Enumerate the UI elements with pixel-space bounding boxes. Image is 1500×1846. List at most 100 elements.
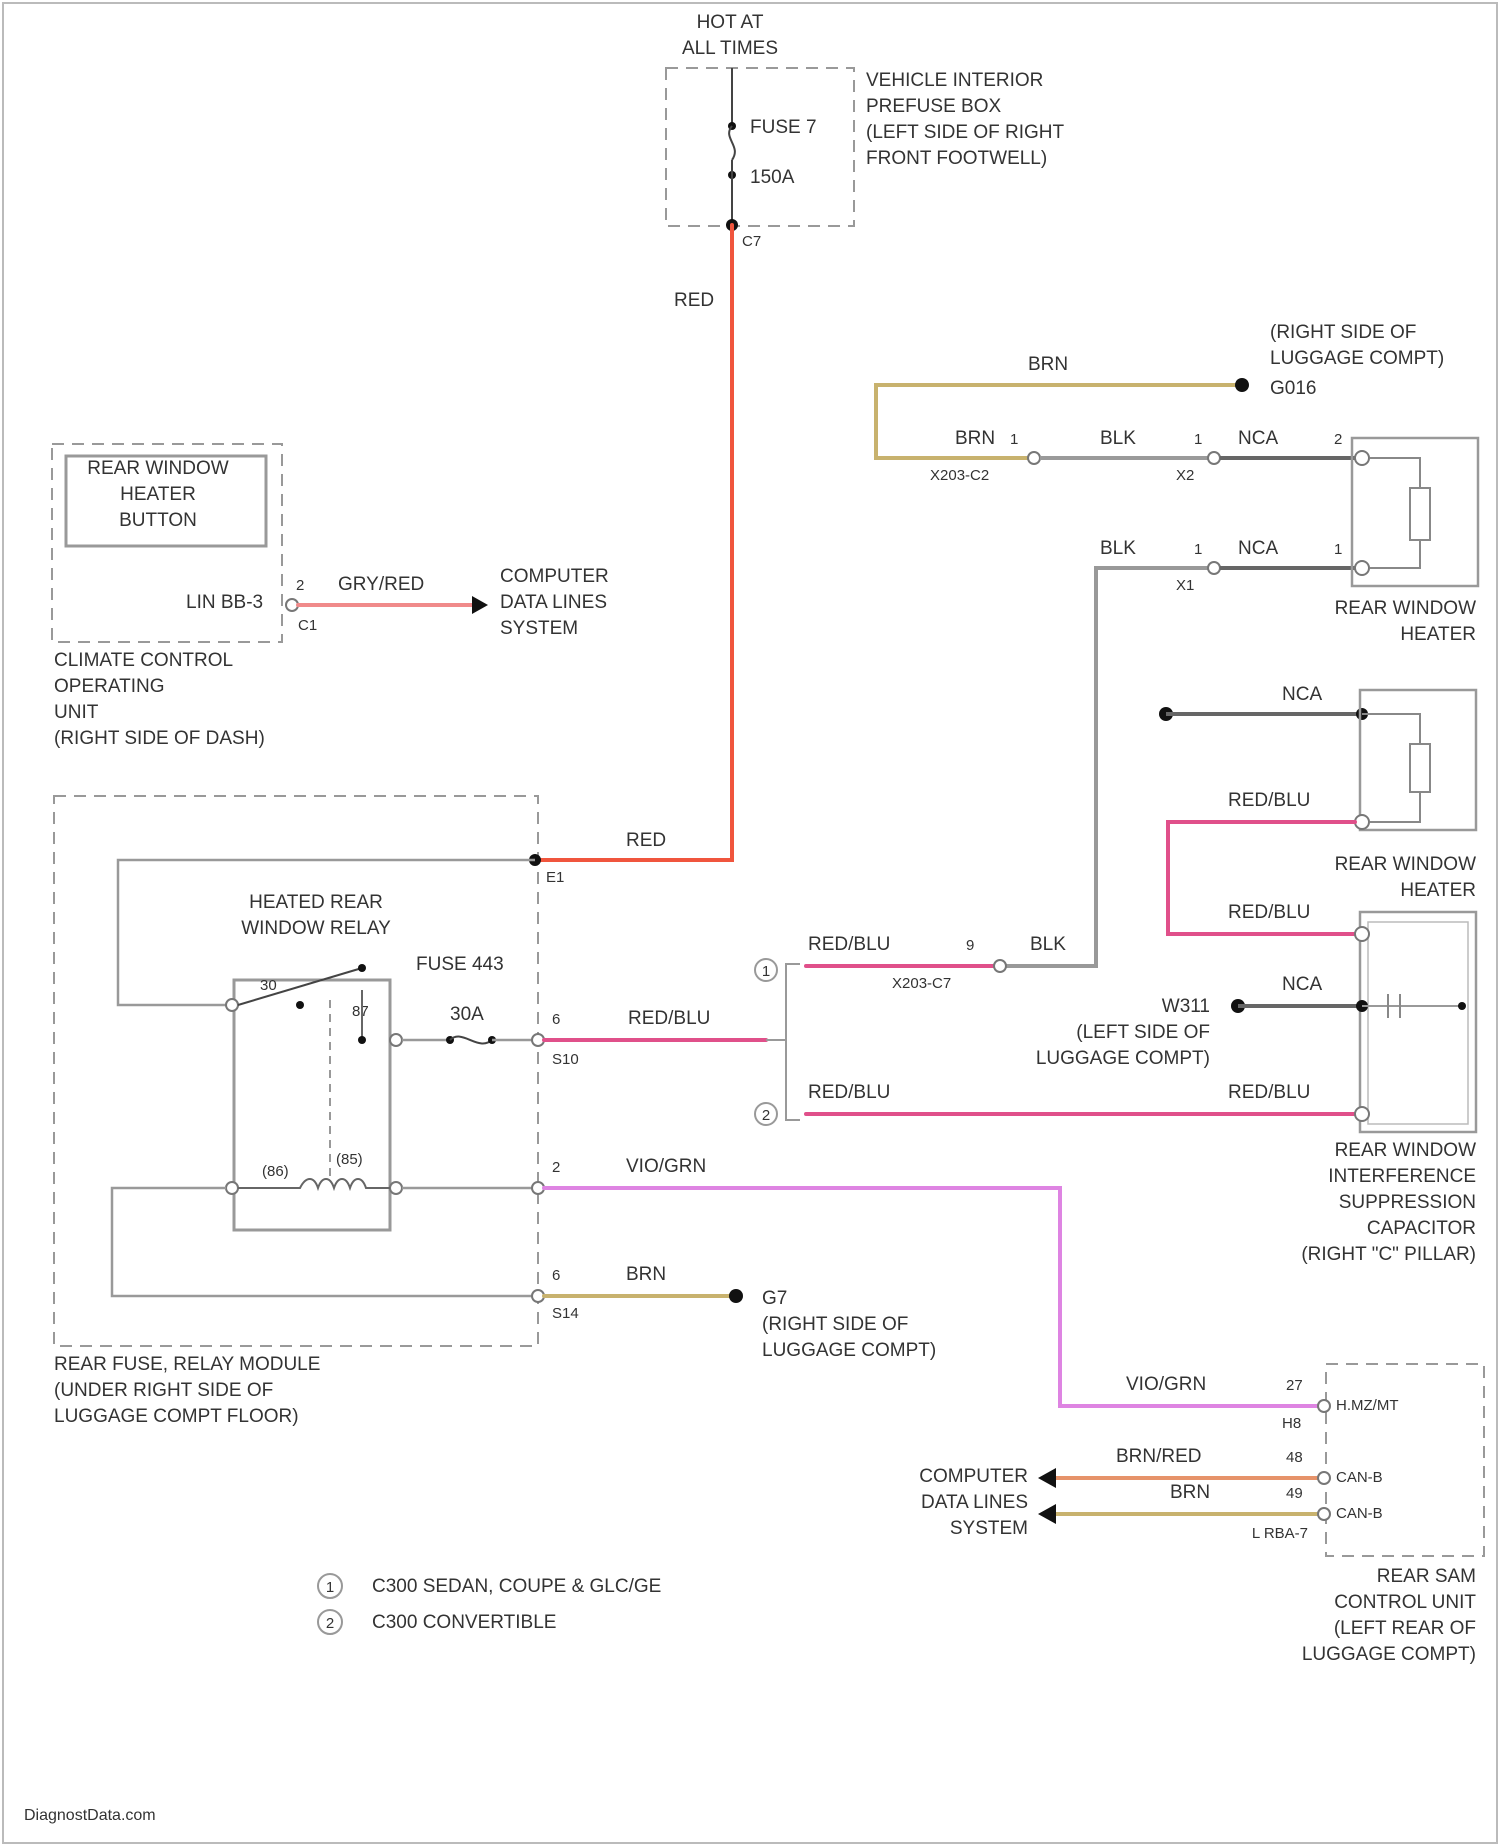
brn-pin-1: 1 [1010,431,1018,448]
legend: 1 C300 SEDAN, COUPE & GLC/GE 2 C300 CONV… [318,1574,661,1634]
sam-pin-27 [1318,1400,1330,1412]
relay-switch-contact [358,964,366,972]
module-pin-6: 6 [552,1011,560,1028]
capacitor-inner [1368,922,1468,1124]
relay-pin-30 [226,999,238,1011]
fuse443-label: FUSE 443 [416,954,504,975]
brn-red-label: BRN/RED [1116,1446,1202,1467]
split-mark-1-text: 1 [762,963,770,980]
relay-pin-30-label: 30 [260,977,277,994]
g7-ground-label: G7 [762,1288,787,1309]
climate-pin-num: 2 [296,577,304,594]
nca1-label: NCA [1238,428,1278,449]
sam-label-4: LUGGAGE COMPT) [1302,1644,1476,1665]
prefuse-label-4: FRONT FOOTWELL) [866,148,1047,169]
climate-label-2: OPERATING [54,676,165,697]
w311-location-2: LUGGAGE COMPT) [1036,1048,1210,1069]
heater-1-label-1: REAR WINDOW [1335,598,1477,619]
red-feed-wire [535,225,732,860]
module-outline [54,796,538,1346]
can-h-arrow [1038,1468,1056,1488]
g7-location-1: (RIGHT SIDE OF [762,1314,908,1335]
heater-2-pin [1355,815,1369,829]
blk1-pin: 1 [1194,431,1202,448]
capacitor-pin-top [1355,927,1369,941]
capacitor-label-1: REAR WINDOW [1335,1140,1477,1161]
g7-ground-dot [729,1289,743,1303]
prefuse-box-section: HOT AT ALL TIMES FUSE 7 150A C7 VEHICLE … [666,12,1065,311]
heater-2-nca-label: NCA [1282,684,1322,705]
climate-pin-conn: C1 [298,617,317,634]
sam-pin-48-label: 48 [1286,1449,1303,1466]
heater-2-section: NCA RED/BLU REAR WINDOW HEATER [1159,684,1476,934]
relay-pin-87-label: 87 [352,1003,369,1020]
blk1-label: BLK [1100,428,1136,449]
relay-label-2: WINDOW RELAY [241,918,391,939]
relay-switch-blade [238,968,362,1005]
button-label-1: REAR WINDOW [87,458,229,479]
relay-pin-87-dot [358,1036,366,1044]
x203-c2-label: X203-C2 [930,467,989,484]
capacitor-label-5: (RIGHT "C" PILLAR) [1301,1244,1476,1265]
prefuse-box-outline [666,68,854,226]
x1-connector [1208,562,1220,574]
blk1-conn: X2 [1176,467,1194,484]
g016-location-2: LUGGAGE COMPT) [1270,348,1444,369]
sam-pin-49-label: 49 [1286,1485,1303,1502]
sam-pin-49 [1318,1508,1330,1520]
sam-can-h-label: CAN-B [1336,1469,1383,1486]
heater-1-label-2: HEATER [1400,624,1476,645]
brn-can-label: BRN [1170,1482,1210,1503]
capacitor-right-dot [1458,1002,1466,1010]
blk2-conn: X1 [1176,577,1194,594]
prefuse-label-2: PREFUSE BOX [866,96,1001,117]
relay-label-1: HEATED REAR [249,892,383,913]
capacitor-label-3: SUPPRESSION [1339,1192,1476,1213]
relay-coil-pin-left [226,1182,238,1194]
w311-label: W311 [1162,996,1210,1017]
data-lines-arrow-1 [472,596,488,614]
nca2-pin: 1 [1334,541,1342,558]
x203-c7-connector [994,960,1006,972]
capacitor-label-4: CAPACITOR [1367,1218,1476,1239]
nca1-pin: 2 [1334,431,1342,448]
red-blu-branch-b-label: RED/BLU [808,1082,890,1103]
split-mark-2-text: 2 [762,1107,770,1124]
blk-split-label: BLK [1030,934,1066,955]
legend-text-2: C300 CONVERTIBLE [372,1612,556,1633]
heater-2-label-1: REAR WINDOW [1335,854,1477,875]
capacitor-label-2: INTERFERENCE [1328,1166,1476,1187]
split-bracket [786,964,800,1120]
module-e1-label: E1 [546,869,564,886]
blk2-pin: 1 [1194,541,1202,558]
module-s10-label: S10 [552,1051,579,1068]
lin-label: LIN BB-3 [186,592,263,613]
sam-h8-label: H8 [1282,1415,1301,1432]
data-lines-label-2a: COMPUTER [919,1466,1028,1487]
module-s14-label: S14 [552,1305,579,1322]
all-times-label: ALL TIMES [682,38,778,59]
relay-out-connector [390,1034,402,1046]
sam-can-l-label: CAN-B [1336,1505,1383,1522]
red-wire-label-top: RED [674,290,714,311]
g016-ground-dot [1235,378,1249,392]
climate-label-1: CLIMATE CONTROL [54,650,233,671]
x203-c7-label: X203-C7 [892,975,951,992]
heater-2-redblu-label: RED/BLU [1228,790,1310,811]
nca2-label: NCA [1238,538,1278,559]
data-lines-label-2b: DATA LINES [921,1492,1028,1513]
w311-location-1: (LEFT SIDE OF [1076,1022,1210,1043]
sam-h-label: H.MZ/MT [1336,1397,1398,1414]
blk-wire-2 [1000,568,1208,966]
module-pin-2-label: 2 [552,1159,560,1176]
g016-location-1: (RIGHT SIDE OF [1270,322,1416,343]
sam-label-3: (LEFT REAR OF [1334,1618,1476,1639]
sam-outline [1326,1364,1484,1556]
prefuse-label-1: VEHICLE INTERIOR [866,70,1043,91]
climate-control-unit: REAR WINDOW HEATER BUTTON LIN BB-3 2 C1 … [52,444,317,749]
fuse443-rating: 30A [450,1004,484,1025]
heater-2-label-2: HEATER [1400,880,1476,901]
brn-wire-label-2: BRN [955,428,995,449]
capacitor-outline [1360,912,1476,1132]
